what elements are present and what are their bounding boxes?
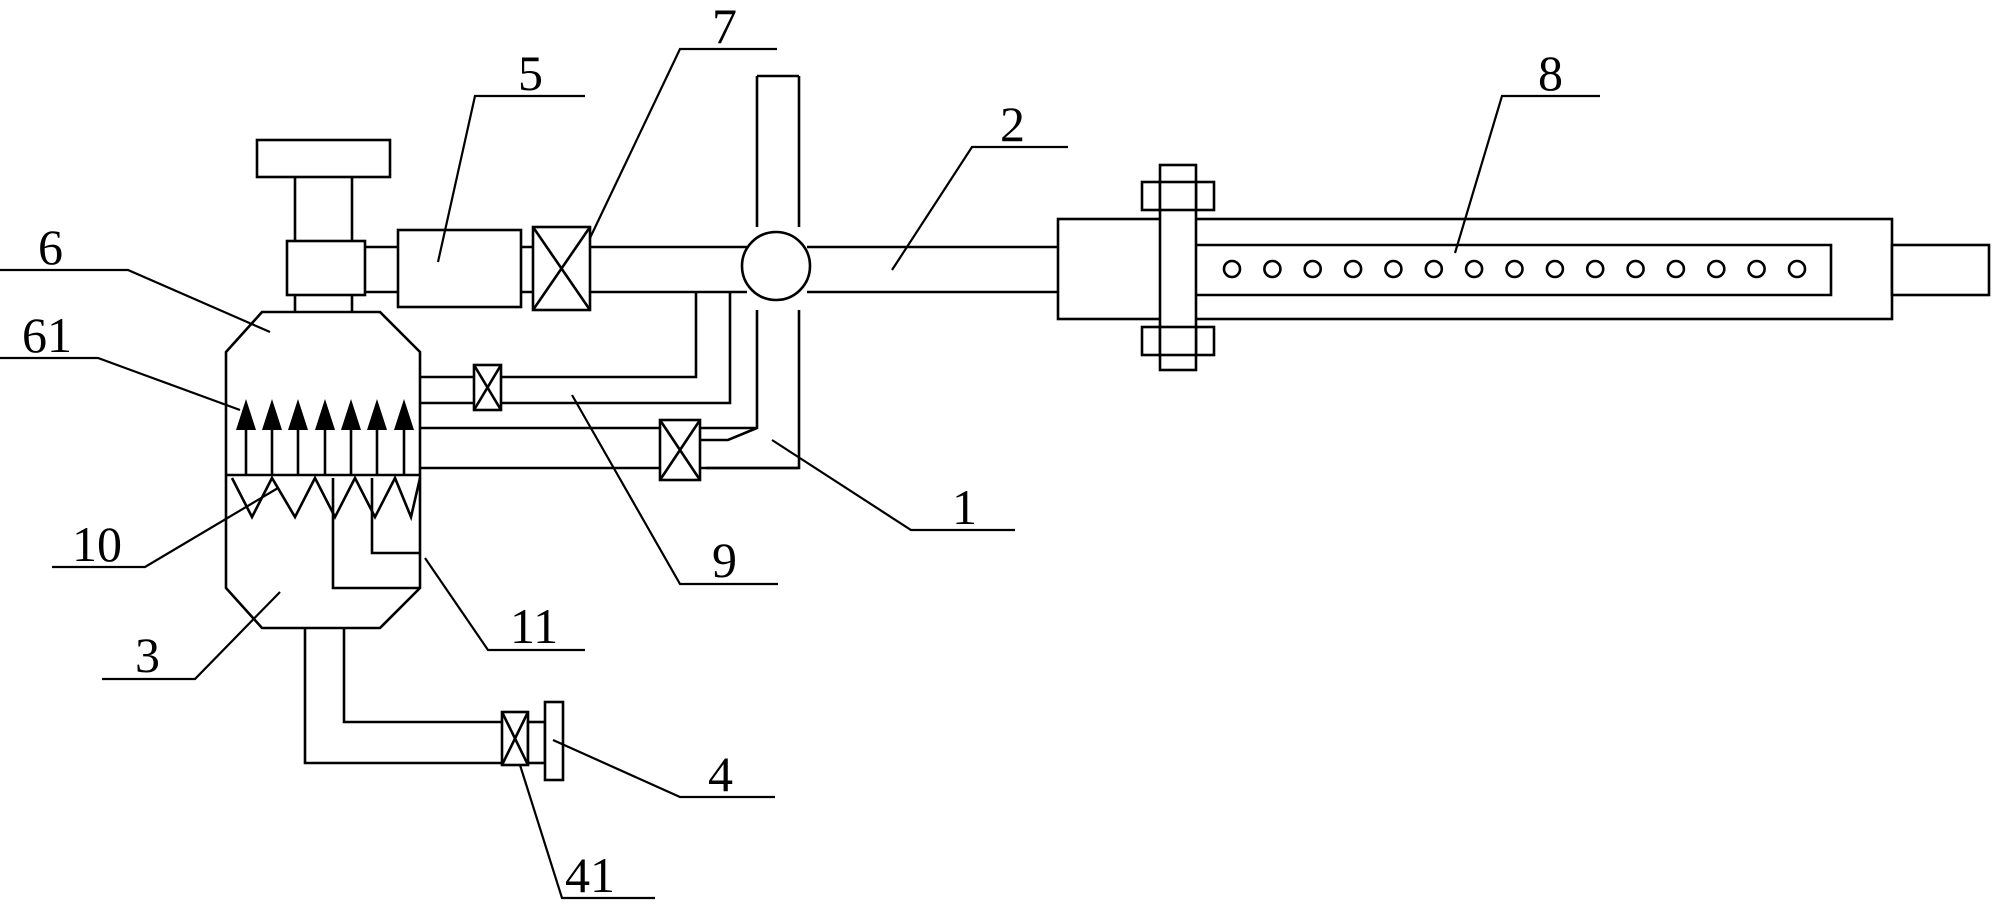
lower-pipe-left	[420, 426, 660, 470]
leader-9	[571, 394, 778, 586]
nozzle-hole	[1707, 259, 1726, 279]
label-3: 3	[135, 627, 160, 683]
part-8-nozzle-holes	[1222, 259, 1807, 279]
label-6: 6	[38, 219, 63, 275]
arrow-head	[394, 399, 414, 430]
part-5-box	[396, 228, 523, 309]
label-8: 8	[1538, 45, 1563, 101]
leader-1	[771, 439, 1015, 532]
label-5: 5	[518, 45, 543, 101]
part-61-arrows	[236, 399, 414, 475]
part-9-valve-cross	[472, 364, 503, 411]
label-11: 11	[510, 598, 558, 654]
label-41: 41	[565, 847, 615, 903]
leader-8	[1453, 94, 1600, 254]
nozzle-hole	[1424, 259, 1444, 279]
nozzle-hole	[1263, 259, 1282, 279]
lower-pipe-right	[700, 426, 799, 470]
pipe-stub-2	[521, 245, 533, 294]
leader-10	[52, 487, 279, 569]
arrow-head	[341, 399, 361, 430]
part-41-valve-cross	[500, 711, 530, 766]
bolt-head-right-bottom	[1194, 325, 1216, 357]
nozzle-hole	[1787, 259, 1807, 279]
leader-41	[518, 764, 655, 900]
nozzle-slot	[1196, 243, 1833, 297]
top-handle-cap	[255, 138, 392, 179]
lower-valve-cross	[658, 419, 702, 481]
leader-11	[424, 557, 585, 652]
arrow-head	[367, 399, 387, 430]
connector-neck	[293, 295, 354, 312]
tee-junction	[740, 230, 812, 302]
leader-2	[891, 145, 1068, 271]
bolt-nut-bottom	[1158, 325, 1198, 357]
leader-5	[436, 94, 585, 263]
part-2-pipe	[807, 245, 1058, 294]
vessel-body	[224, 310, 422, 630]
bolt-head-left-top	[1140, 180, 1162, 212]
nozzle-hole	[1747, 259, 1766, 279]
pipe-stub	[365, 245, 398, 294]
nozzle-hole	[1505, 259, 1524, 279]
arrow-head	[288, 399, 308, 430]
label-2: 2	[1000, 96, 1025, 152]
outlet-pipe	[303, 628, 502, 765]
label-10: 10	[72, 516, 122, 572]
nozzle-hole	[1545, 259, 1565, 279]
nozzle-hole	[1464, 259, 1484, 279]
bolt-head-left-bottom	[1140, 325, 1162, 357]
label-4: 4	[708, 746, 733, 802]
part-7-valve-cross	[531, 226, 592, 311]
lance-tail	[1890, 243, 1991, 297]
top-handle-stem	[293, 177, 354, 241]
leader-4	[552, 738, 775, 799]
part-11-box	[331, 478, 420, 590]
nozzle-hole	[1666, 259, 1686, 279]
arrow-head	[315, 399, 335, 430]
nozzle-hole	[1303, 259, 1322, 279]
part-9-pipe-left	[420, 375, 474, 405]
nozzle-hole	[1626, 259, 1645, 279]
outlet-stub	[526, 720, 547, 765]
leader-7	[589, 47, 777, 239]
part-1-riser	[755, 74, 801, 227]
label-9: 9	[712, 532, 737, 588]
nozzle-hole	[1222, 259, 1242, 279]
connector-block	[285, 239, 367, 297]
leader-6	[0, 268, 271, 334]
nozzle-hole	[1384, 259, 1403, 279]
label-1: 1	[952, 479, 977, 535]
label-61: 61	[22, 307, 72, 363]
arrow-head	[262, 399, 282, 430]
bolt-head-right-top	[1194, 180, 1216, 212]
arrow-head	[236, 399, 256, 430]
nozzle-hole	[1585, 259, 1605, 279]
nozzle-hole	[1343, 259, 1363, 279]
pipe-segment-a	[590, 245, 747, 294]
label-7: 7	[712, 0, 737, 54]
bolt-nut-top	[1158, 180, 1198, 212]
leader-3	[102, 591, 281, 681]
leader-61	[0, 356, 241, 412]
part-10-zigzag	[230, 474, 422, 522]
part-11-inner	[370, 478, 420, 555]
